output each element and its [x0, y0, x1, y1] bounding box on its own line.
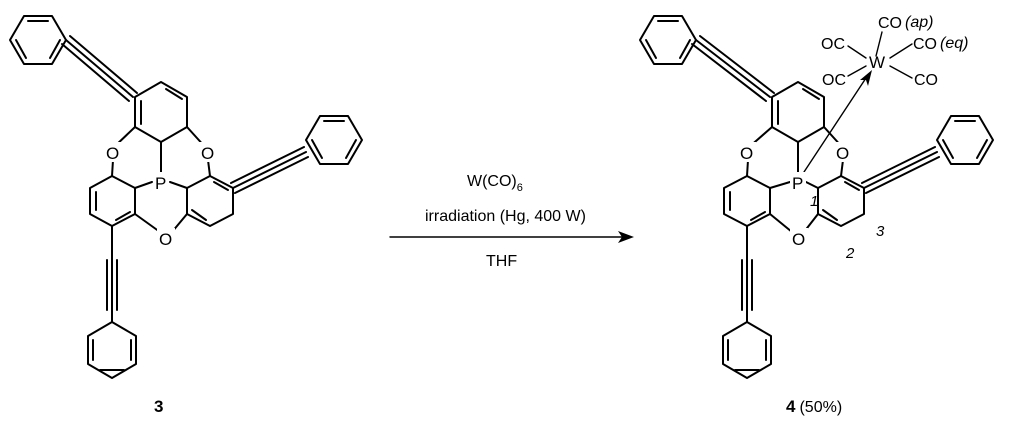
reagent-label: W(CO)6 — [467, 173, 523, 194]
irradiation-conditions: irradiation (Hg, 400 W) — [425, 208, 586, 225]
carbonyl-left-top: OC — [821, 36, 845, 53]
carbonyl-left-bottom: OC — [822, 72, 846, 89]
position-number-1: 1 — [810, 193, 818, 210]
compound-label-4: 4(50%) — [786, 397, 842, 416]
carbonyl-right-bottom: CO — [914, 72, 938, 89]
product-4-structure: O O P O W CO (ap) OC CO (eq) OC CO 1 2 3 — [639, 14, 994, 379]
phosphorus-atom: P — [155, 174, 166, 193]
equatorial-carbonyl: CO — [913, 36, 937, 53]
apical-carbonyl: CO — [878, 15, 902, 32]
phosphorus-atom: P — [792, 174, 803, 193]
oxygen-atom: O — [740, 144, 753, 163]
compound-label-3: 3 — [154, 397, 163, 416]
reactant-3-structure: O O P O — [9, 15, 363, 379]
oxygen-atom: O — [836, 144, 849, 163]
position-number-2: 2 — [845, 245, 855, 262]
reaction-arrow — [389, 231, 634, 243]
position-number-3: 3 — [876, 223, 885, 240]
oxygen-atom: O — [159, 230, 172, 249]
apical-tag: (ap) — [905, 14, 933, 31]
oxygen-atom: O — [201, 144, 214, 163]
oxygen-atom: O — [792, 230, 805, 249]
tungsten-atom: W — [869, 53, 885, 72]
equatorial-tag: (eq) — [940, 35, 968, 52]
oxygen-atom: O — [106, 144, 119, 163]
solvent-label: THF — [486, 253, 517, 270]
